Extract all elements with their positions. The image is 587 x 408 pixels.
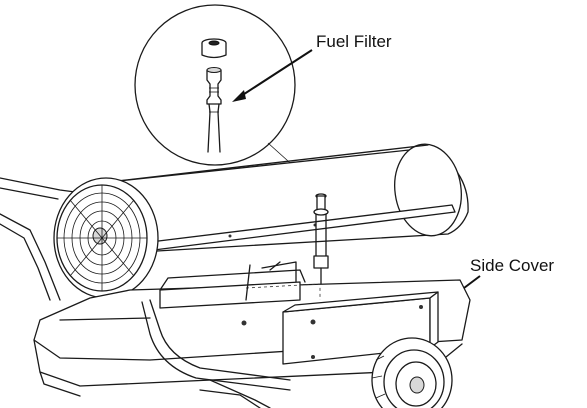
filter-cap bbox=[201, 38, 227, 59]
inner-frame bbox=[159, 261, 321, 326]
installed-fuel-filter bbox=[313, 193, 329, 301]
fuel-filter-detail-inset bbox=[134, 4, 296, 166]
fuel-filter-label: Fuel Filter bbox=[316, 32, 392, 51]
lower-handle bbox=[141, 299, 291, 408]
fuel-filter-pointer bbox=[232, 49, 313, 102]
heater-cylinder bbox=[99, 143, 469, 253]
wheel bbox=[371, 337, 453, 408]
fan-guard bbox=[53, 177, 159, 299]
filter-body bbox=[206, 67, 222, 153]
side-cover-label: Side Cover bbox=[470, 256, 555, 275]
